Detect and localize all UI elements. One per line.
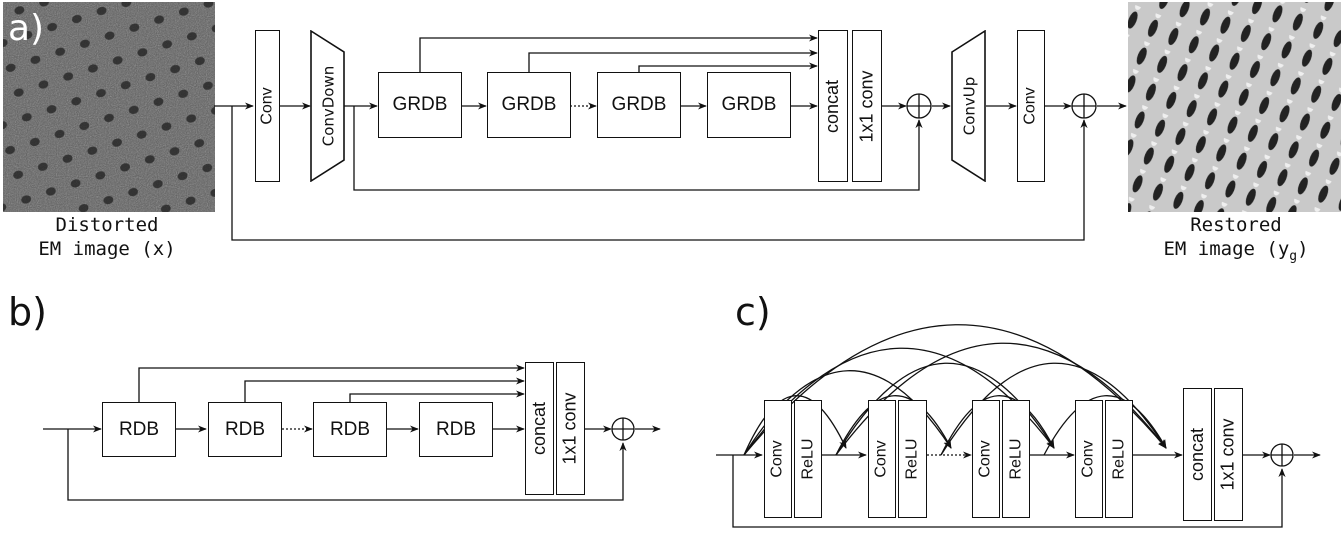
convup-block [951, 30, 986, 182]
conv-block-output: Conv [1017, 30, 1045, 182]
output-caption-line2: EM image (yg) [1138, 237, 1334, 269]
concat-block-a: concat [818, 30, 848, 182]
restored-em-image [1128, 2, 1341, 212]
rdb-block-1: RDB [102, 402, 176, 457]
output-caption-subscript: g [1289, 248, 1298, 264]
grdb-block-4: GRDB [707, 72, 791, 138]
grdb-block-1: GRDB [378, 72, 462, 138]
output-caption-text: EM image (y [1163, 238, 1290, 260]
conv-block-c4: Conv [1075, 400, 1103, 518]
conv-block-c3: Conv [972, 400, 1000, 518]
conv1x1-block-c: 1x1 conv [1214, 388, 1243, 521]
conv-block-c2: Conv [868, 400, 896, 518]
grdb-block-3: GRDB [597, 72, 681, 138]
output-caption-line1: Restored [1190, 214, 1282, 236]
conv-block-c1: Conv [764, 400, 792, 518]
input-caption-line2: EM image (x) [38, 238, 176, 260]
input-caption-line1: Distorted [55, 214, 159, 236]
panel-c-label: c) [735, 290, 771, 334]
concat-block-b: concat [525, 362, 554, 495]
concat-block-c: concat [1183, 388, 1212, 521]
rdb-block-3: RDB [313, 402, 387, 457]
convdown-block [310, 30, 345, 182]
distorted-em-image [3, 2, 215, 212]
conv1x1-block-b: 1x1 conv [556, 362, 585, 495]
panel-b-label: b) [8, 290, 47, 334]
relu-block-c4: ReLU [1105, 400, 1133, 518]
rdb-block-2: RDB [208, 402, 282, 457]
output-caption: Restored EM image (yg) [1138, 213, 1334, 269]
input-caption: Distorted EM image (x) [14, 213, 200, 261]
output-caption-close: ) [1297, 238, 1309, 260]
relu-block-c3: ReLU [1002, 400, 1030, 518]
convdown-label: ConvDown [319, 65, 338, 147]
conv1x1-block-a: 1x1 conv [852, 30, 882, 182]
conv-block-input: Conv [255, 30, 280, 182]
relu-block-c1: ReLU [794, 400, 822, 518]
relu-block-c2: ReLU [898, 400, 927, 518]
panel-a-label: a) [8, 8, 45, 49]
grdb-block-2: GRDB [487, 72, 571, 138]
rdb-block-4: RDB [419, 402, 493, 457]
convup-label: ConvUp [960, 76, 979, 136]
